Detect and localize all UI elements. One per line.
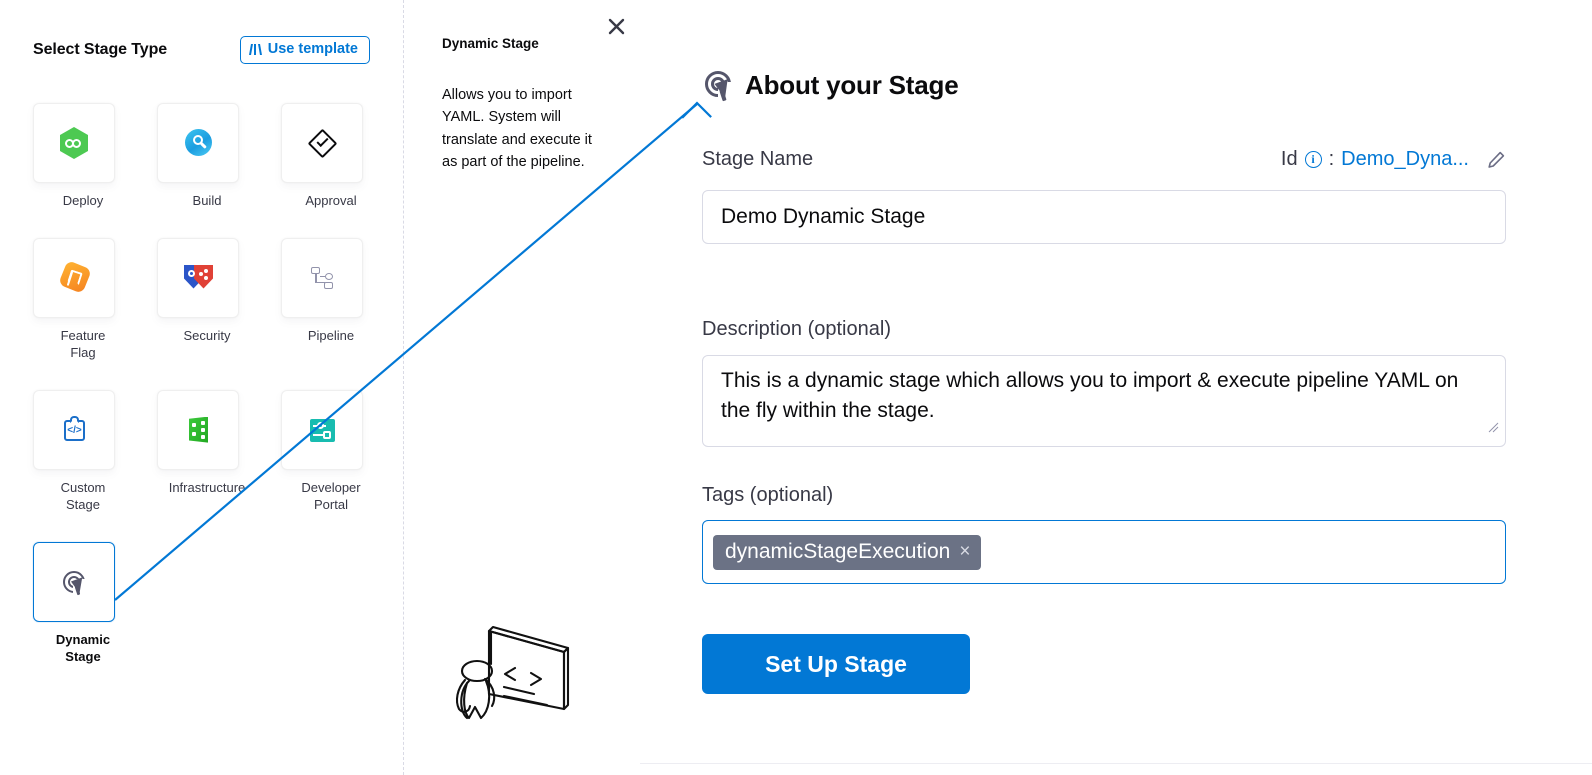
description-textarea[interactable] — [702, 355, 1506, 447]
tags-label: Tags (optional) — [702, 484, 834, 506]
stage-id-block: Id i : Demo_Dyna... — [1281, 148, 1506, 171]
stage-card-developer-portal[interactable] — [281, 389, 363, 470]
info-circle-icon[interactable]: i — [1304, 151, 1322, 168]
stage-cell-security: Security — [157, 237, 281, 362]
stage-label-deploy: Deploy — [62, 193, 104, 208]
developer-portal-icon — [304, 412, 340, 448]
deploy-hexagon-icon — [56, 125, 92, 161]
stage-label-pipeline: Pipeline — [307, 327, 355, 343]
template-bars-icon — [248, 43, 263, 56]
security-shields-icon — [180, 260, 216, 296]
stage-label-approval: Approval — [305, 193, 357, 208]
stage-cell-infrastructure: Infrastructure — [157, 389, 281, 514]
stage-form-panel: About your Stage — [636, 0, 1592, 775]
about-stage-title: About your Stage — [745, 69, 959, 100]
stage-name-label: Stage Name — [702, 148, 814, 170]
stage-id-separator: : — [1328, 148, 1335, 170]
use-template-label: Use template — [267, 41, 358, 58]
tag-chip-label: dynamicStageExecution — [725, 539, 951, 563]
set-up-stage-button[interactable]: Set Up Stage — [702, 634, 970, 694]
stage-card-build[interactable] — [157, 103, 239, 183]
bottom-divider — [640, 763, 1592, 764]
tags-input[interactable]: dynamicStageExecution × — [702, 520, 1506, 584]
description-label: Description (optional) — [702, 318, 891, 340]
stage-card-approval[interactable] — [281, 103, 363, 183]
stage-cell-build: Build — [157, 103, 281, 210]
stage-label-security: Security — [183, 327, 231, 343]
person-presenting-code-board-illustration — [445, 615, 585, 720]
pencil-edit-icon[interactable] — [1486, 150, 1506, 170]
stage-label-infrastructure: Infrastructure — [168, 479, 246, 495]
stage-name-input[interactable] — [702, 190, 1506, 244]
stage-cell-deploy: Deploy — [33, 103, 157, 210]
use-template-button[interactable]: Use template — [239, 36, 370, 64]
pipeline-nodes-icon — [304, 260, 340, 296]
dynamic-stage-target-icon — [702, 68, 738, 104]
stage-card-deploy[interactable] — [33, 103, 115, 183]
stage-id-value[interactable]: Demo_Dyna... — [1341, 148, 1469, 170]
infrastructure-icon — [180, 412, 216, 448]
stage-id-label: Id — [1280, 148, 1298, 170]
info-panel-title: Dynamic Stage — [442, 36, 539, 51]
stage-cell-approval: Approval — [281, 103, 405, 210]
stage-card-pipeline[interactable] — [281, 237, 363, 318]
tag-remove-icon[interactable]: × — [959, 541, 971, 562]
build-magnifier-icon — [180, 125, 216, 161]
stage-type-panel: Select Stage Type Use template Deploy — [0, 0, 403, 775]
feature-flag-icon — [56, 259, 92, 296]
info-panel-description: Allows you to import YAML. System will t… — [442, 87, 592, 171]
approval-check-icon — [304, 125, 340, 161]
stage-card-custom-stage[interactable]: </> — [33, 389, 115, 470]
close-icon[interactable] — [604, 14, 628, 38]
stage-label-build: Build — [192, 193, 222, 208]
dynamic-stage-target-icon — [56, 564, 92, 600]
stage-cell-pipeline: Pipeline — [281, 237, 405, 362]
tag-chip[interactable]: dynamicStageExecution × — [713, 534, 982, 570]
stage-card-dynamic-stage[interactable] — [33, 541, 115, 622]
page-title: Select Stage Type — [33, 41, 168, 58]
stage-type-header: Select Stage Type Use template — [33, 36, 370, 64]
stage-name-row: Stage Name Id i : Demo_Dyna... — [702, 148, 1506, 171]
stage-card-infrastructure[interactable] — [157, 389, 239, 470]
stage-card-feature-flag[interactable] — [33, 237, 115, 318]
custom-stage-code-icon: </> — [56, 412, 92, 448]
close-x-glyph — [608, 18, 624, 34]
stage-card-security[interactable] — [157, 237, 239, 318]
stage-type-grid: Deploy Build Approval — [33, 103, 373, 666]
about-stage-heading: About your Stage — [702, 68, 959, 104]
